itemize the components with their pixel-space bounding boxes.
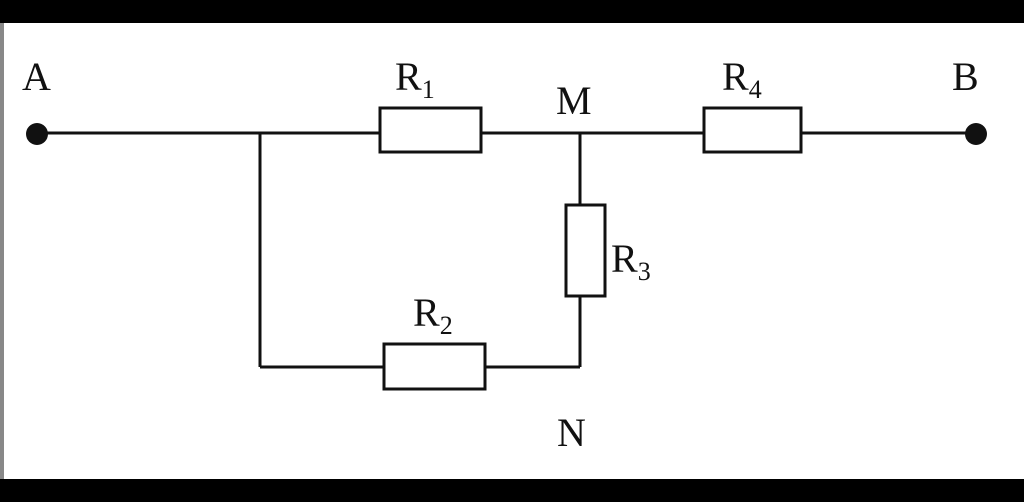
label-b: B bbox=[952, 54, 979, 99]
label-n: N bbox=[557, 410, 586, 455]
label-r4: R4 bbox=[722, 54, 762, 104]
resistor-r2 bbox=[382, 342, 487, 391]
left-edge bbox=[0, 23, 4, 479]
label-m: M bbox=[556, 78, 592, 123]
label-r1: R1 bbox=[395, 54, 435, 104]
resistor-r3 bbox=[564, 203, 607, 298]
terminal-a-dot bbox=[26, 123, 48, 145]
label-r2: R2 bbox=[413, 290, 453, 340]
label-a: A bbox=[22, 54, 51, 99]
resistor-r1 bbox=[378, 106, 483, 154]
resistor-r4 bbox=[702, 106, 803, 154]
terminal-b-dot bbox=[965, 123, 987, 145]
label-r3: R3 bbox=[611, 236, 651, 286]
background bbox=[4, 23, 1024, 479]
